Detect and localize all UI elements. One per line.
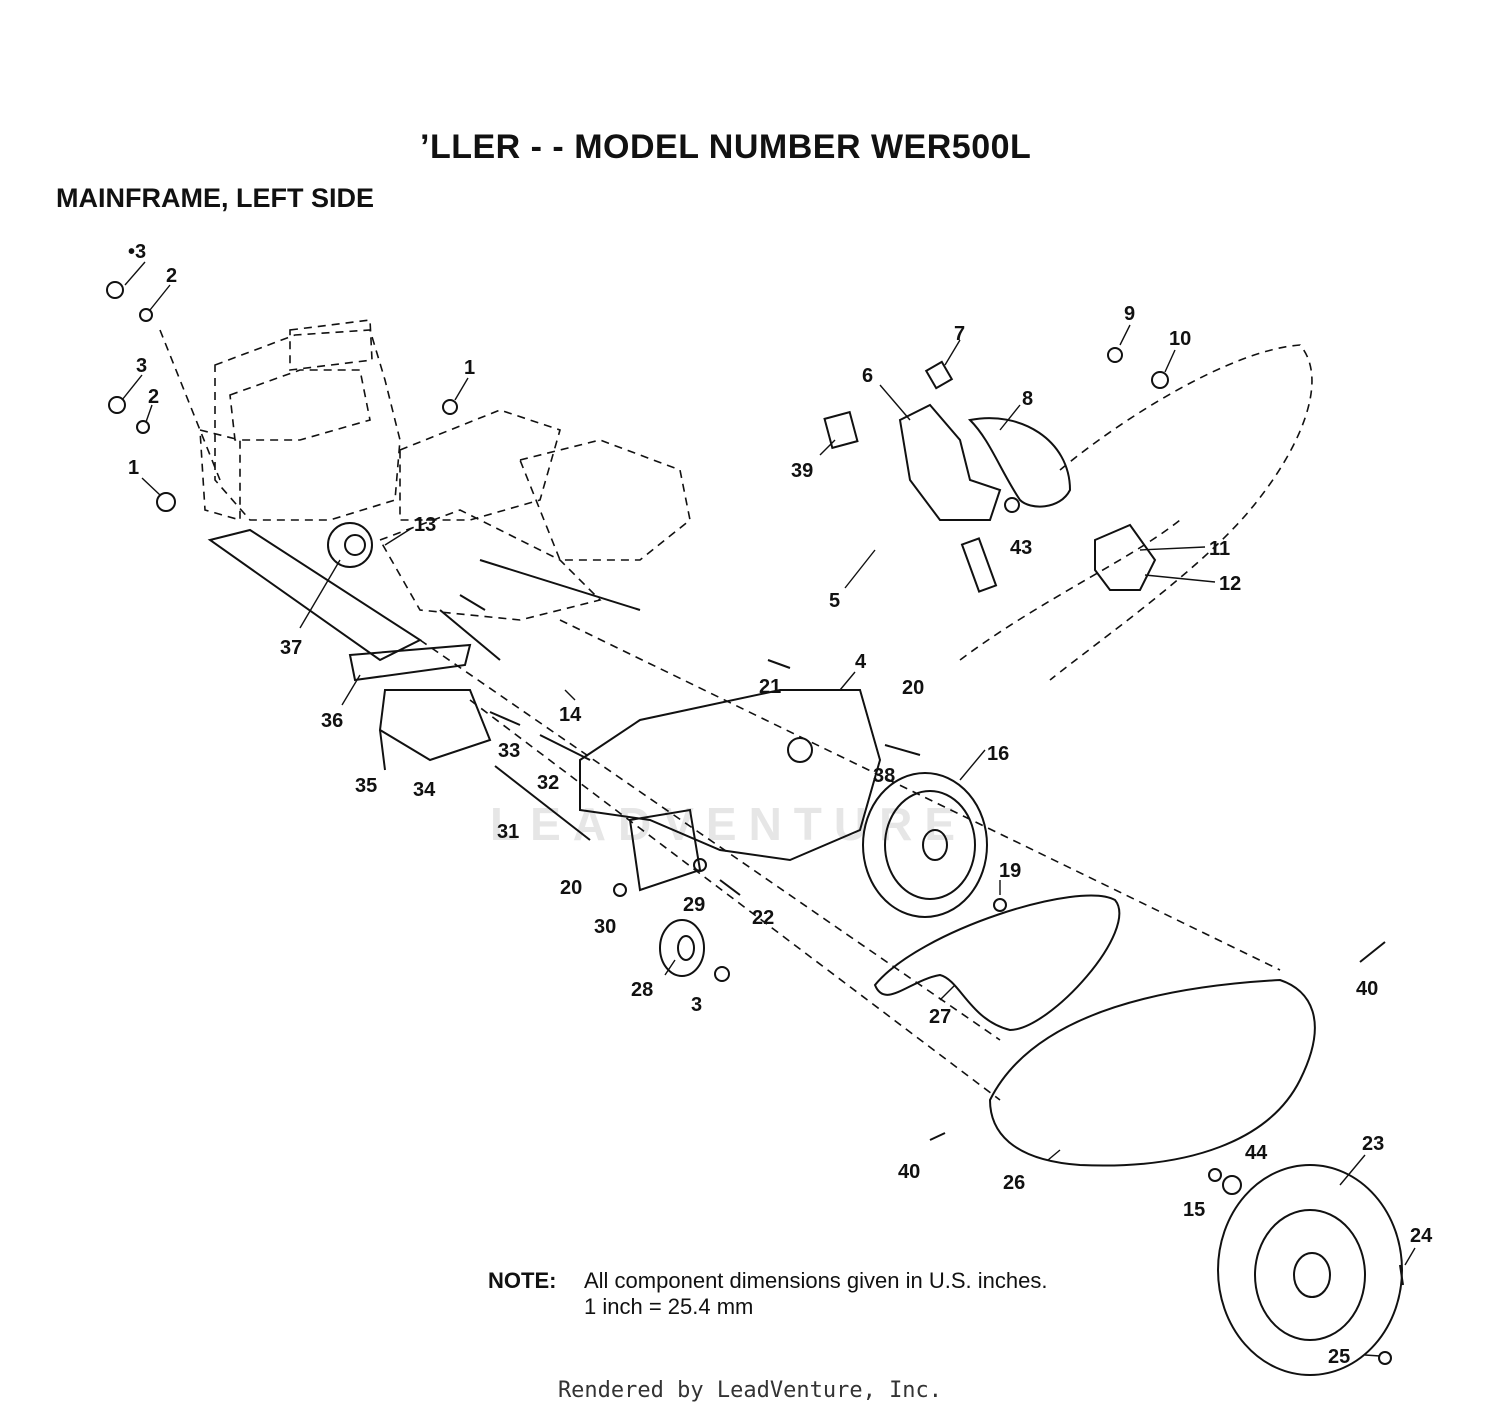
shield-6: [898, 403, 1002, 521]
callout-19: 19: [999, 860, 1021, 882]
shaft-lower: [439, 609, 501, 661]
callout-27: 27: [929, 1006, 951, 1028]
large-pulley-inner: [884, 790, 976, 900]
callout-5: 5: [829, 590, 840, 612]
footer-credit: Rendered by LeadVenture, Inc.: [557, 1378, 943, 1403]
watermark: LEADVENTURE: [490, 798, 967, 850]
section-subtitle: MAINFRAME, LEFT SIDE: [56, 183, 374, 213]
fender-rear: [959, 519, 1181, 661]
engine-pulley-hub: [344, 534, 366, 556]
callout-25: 25: [1328, 1346, 1350, 1368]
callout-3-mid: 3: [136, 355, 147, 377]
callout-11: 11: [1209, 538, 1230, 560]
bolts: [379, 360, 1404, 1286]
callout-23: 23: [1362, 1133, 1384, 1155]
page-title: ’LLER - - MODEL NUMBER WER500L: [420, 128, 1032, 166]
transmission-housing: [378, 409, 691, 621]
callout-35: 35: [355, 775, 377, 797]
leader-lines: [121, 261, 1416, 1357]
callout-29: 29: [683, 894, 705, 916]
large-pulley-hub: [922, 829, 948, 861]
belt-guard-hole: [787, 737, 813, 763]
callout-2-top: 2: [166, 265, 177, 287]
callout-3-bottom: 3: [691, 994, 702, 1016]
callout-36: 36: [321, 710, 343, 732]
note-line-2: 1 inch = 25.4 mm: [584, 1294, 754, 1319]
callout-21: 21: [759, 676, 781, 698]
bracket-34: [378, 689, 492, 762]
shield-8: [967, 417, 1072, 508]
callout-22: 22: [752, 907, 774, 929]
v-belt: [873, 894, 1121, 1032]
callout-40-right: 40: [1356, 978, 1378, 1000]
fender: [1049, 344, 1313, 681]
wheel-tire: [1217, 1164, 1403, 1376]
engine: [199, 319, 401, 522]
callout-3-top: •3: [128, 241, 146, 263]
callout-12: 12: [1219, 573, 1241, 595]
callout-43: 43: [1010, 537, 1032, 559]
wheel-rim: [1254, 1209, 1366, 1341]
callout-39: 39: [791, 460, 813, 482]
callout-33: 33: [498, 740, 520, 762]
idler-pulley: [659, 919, 705, 977]
callout-9: 9: [1124, 303, 1135, 325]
callout-30: 30: [594, 916, 616, 938]
callout-20-top: 20: [902, 677, 924, 699]
callout-14: 14: [559, 704, 582, 726]
large-pulley: [862, 772, 988, 918]
callout-31: 31: [497, 821, 519, 843]
wheel-hub: [1293, 1252, 1331, 1298]
fasteners: [106, 281, 1392, 1365]
callout-8: 8: [1022, 388, 1033, 410]
callout-1-top: 1: [464, 357, 475, 379]
callout-6: 6: [862, 365, 873, 387]
callout-labels: •3 2 3 2 1 1 13 37 36 35 34 33 32 31 14 …: [128, 241, 1433, 1368]
callout-1-left: 1: [128, 457, 139, 479]
note-block: NOTE: All component dimensions given in U…: [488, 1268, 1047, 1320]
depth-bracket: [1094, 523, 1157, 591]
note-text: All component dimensions given in U.S. i…: [584, 1268, 1047, 1320]
callout-16: 16: [987, 743, 1009, 765]
callout-32: 32: [537, 772, 559, 794]
belt-guard-plate: [579, 689, 882, 862]
callout-7: 7: [954, 323, 965, 345]
shaft-upper: [479, 559, 641, 611]
callout-34: 34: [413, 779, 436, 801]
callout-4: 4: [855, 651, 867, 673]
callout-38: 38: [873, 765, 895, 787]
callout-24: 24: [1410, 1225, 1433, 1247]
callout-13: 13: [414, 514, 436, 536]
belt-cover: [988, 978, 1316, 1167]
callout-20-bottom: 20: [560, 877, 582, 899]
callout-10: 10: [1169, 328, 1191, 350]
callout-2-mid: 2: [148, 386, 159, 408]
callout-28: 28: [631, 979, 653, 1001]
note-label: NOTE:: [488, 1268, 557, 1293]
bracket-36: [348, 643, 472, 682]
callout-15: 15: [1183, 1199, 1205, 1221]
callout-37: 37: [280, 637, 302, 659]
idler-pulley-hub: [677, 935, 695, 961]
note-line-1: All component dimensions given in U.S. i…: [584, 1268, 1048, 1293]
callout-44: 44: [1245, 1142, 1268, 1164]
callout-40-left: 40: [898, 1161, 920, 1183]
engine-pulley: [327, 522, 373, 568]
engine-base-plate: [207, 528, 423, 662]
callout-26: 26: [1003, 1172, 1025, 1194]
